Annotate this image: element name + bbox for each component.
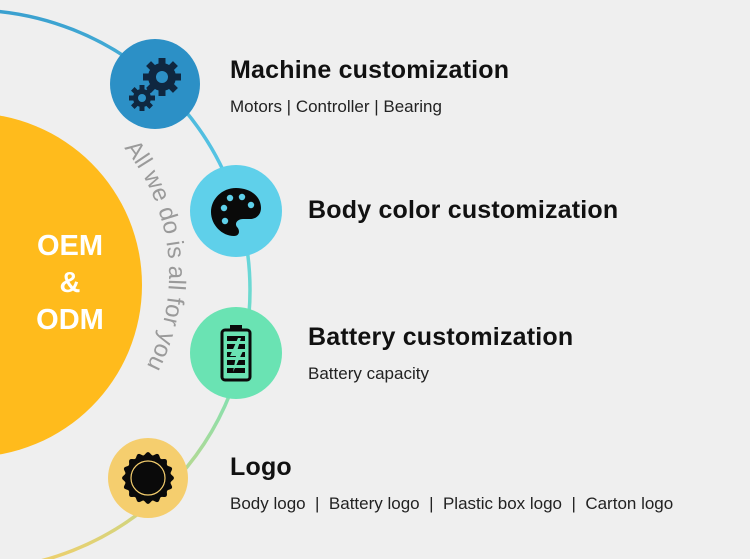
logo-badge: [108, 438, 188, 518]
battery-icon: [220, 325, 252, 382]
item-machine-customization: Machine customization Motors | Controlle…: [230, 56, 509, 117]
gears-icon: [129, 58, 181, 111]
item-logo: Logo Body logo | Battery logo | Plastic …: [230, 453, 673, 514]
item-subtitle: Motors | Controller | Bearing: [230, 97, 442, 116]
center-line-3: ODM: [36, 304, 104, 336]
item-battery-customization: Battery customization Battery capacity: [308, 323, 573, 384]
center-line-2: &: [59, 267, 81, 299]
item-body-color-customization: Body color customization: [308, 196, 618, 225]
item-title: Battery customization: [308, 323, 574, 351]
battery-badge: [190, 307, 282, 399]
oem-odm-label: OEM & ODM: [18, 228, 122, 339]
item-title: Machine customization: [230, 56, 510, 84]
body-color-badge: [190, 165, 282, 257]
palette-icon: [211, 188, 261, 236]
machine-customization-badge: [110, 39, 200, 129]
outer-ring: [0, 9, 252, 559]
oem-odm-circle: [0, 115, 142, 455]
item-title: Body color customization: [308, 196, 619, 224]
seal-icon: [122, 452, 174, 504]
center-line-1: OEM: [36, 230, 104, 262]
item-subtitle: Battery capacity: [308, 364, 429, 383]
item-subtitle: Body logo | Battery logo | Plastic box l…: [230, 494, 674, 513]
item-title: Logo: [230, 453, 292, 481]
